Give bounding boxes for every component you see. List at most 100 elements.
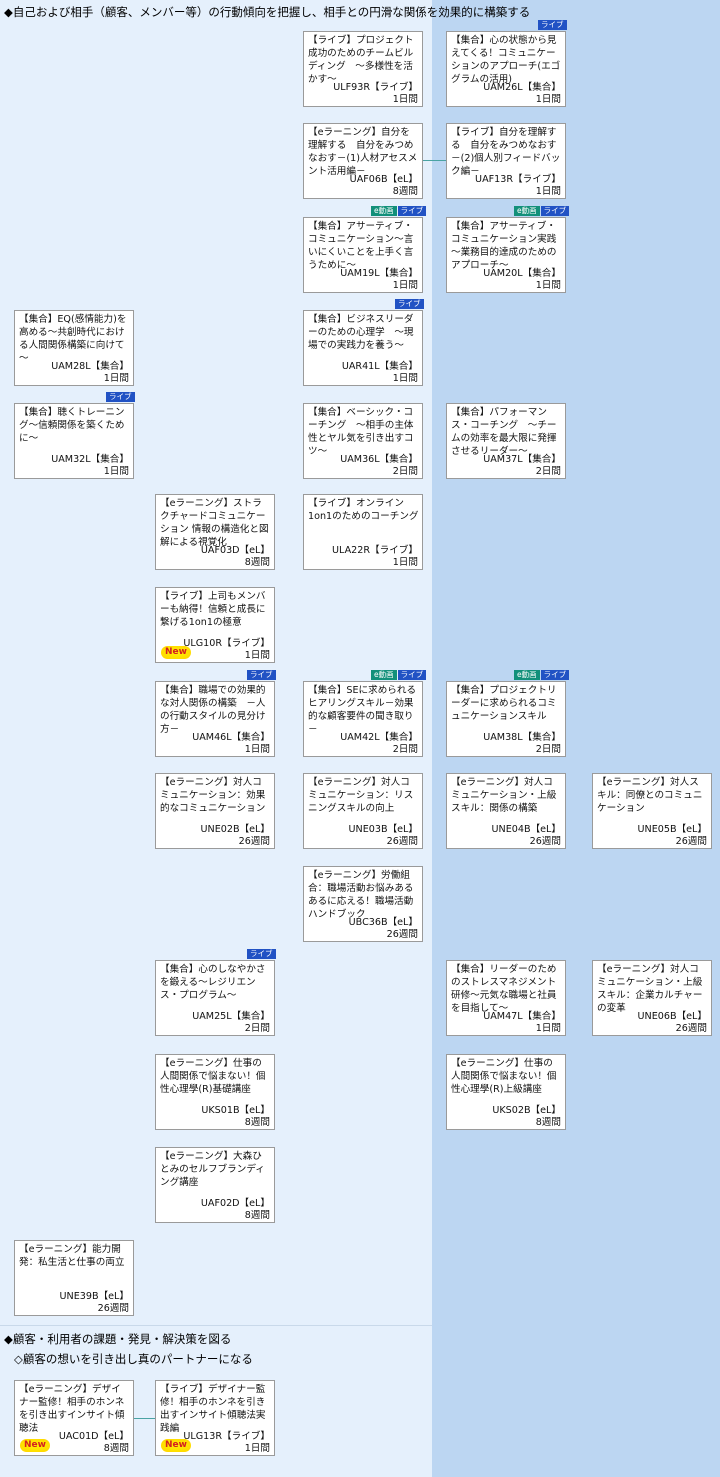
course-card[interactable]: 【集合】ビジネスリーダーのための心理学 ～現場での実践力を養う～UAR41L【集… bbox=[303, 310, 423, 386]
course-card[interactable]: 【集合】SEに求められるヒアリングスキル－効果的な顧客要件の聞き取り－UAM42… bbox=[303, 681, 423, 757]
course-duration: 26週間 bbox=[386, 929, 418, 940]
course-code: ULG13R【ライブ】 bbox=[183, 1431, 270, 1442]
course-duration: 8週間 bbox=[244, 557, 270, 568]
course-title: 【eラーニング】対人スキル：同僚とのコミュニケーション bbox=[597, 777, 703, 814]
course-duration: 2日間 bbox=[535, 466, 561, 477]
live-badge: ライブ bbox=[397, 670, 427, 680]
course-code: UAF02D【eL】 bbox=[200, 1198, 270, 1209]
course-duration: 8週間 bbox=[103, 1443, 129, 1454]
course-card[interactable]: 【集合】アサーティブ・コミュニケーション～言いにくいことを上手く言うために～UA… bbox=[303, 217, 423, 293]
course-card[interactable]: 【集合】プロジェクトリーダーに求められるコミュニケーションスキル UAM38L【集… bbox=[446, 681, 566, 757]
course-title: 【集合】聴くトレーニング～信頼関係を築くために～ bbox=[19, 407, 125, 444]
section-divider bbox=[0, 1325, 432, 1326]
course-card[interactable]: 【eラーニング】ストラクチャードコミュニケーション 情報の構造化と図解による視覚… bbox=[155, 494, 275, 570]
course-code: UAM26L【集合】 bbox=[483, 82, 561, 93]
course-duration: 1日間 bbox=[103, 466, 129, 477]
course-card[interactable]: 【集合】心の状態から見えてくる！コミュニケーションのアプローチ(エゴグラムの活用… bbox=[446, 31, 566, 107]
course-duration: 8週間 bbox=[392, 186, 418, 197]
course-code: UAF13R【ライブ】 bbox=[475, 174, 561, 185]
course-duration: 26週間 bbox=[386, 836, 418, 847]
course-title: 【eラーニング】対人コミュニケーション・上級スキル：企業カルチャーの変革 bbox=[597, 964, 703, 1014]
course-code: UAM38L【集合】 bbox=[483, 732, 561, 743]
course-title: 【集合】アサーティブ・コミュニケーション実践～業務目的達成のためのアプローチ～ bbox=[451, 221, 557, 271]
course-duration: 8週間 bbox=[244, 1210, 270, 1221]
course-duration: 1日間 bbox=[244, 650, 270, 661]
course-title: 【eラーニング】能力開発：私生活と仕事の両立 bbox=[19, 1244, 125, 1268]
course-format-badges: ライブ bbox=[247, 670, 276, 680]
course-card[interactable]: 【eラーニング】対人スキル：同僚とのコミュニケーション UNE05B【eL】26週… bbox=[592, 773, 712, 849]
column-band-1 bbox=[0, 0, 144, 1477]
course-card[interactable]: 【集合】リーダーのためのストレスマネジメント研修～元気な職場と社員を目指して～U… bbox=[446, 960, 566, 1036]
e-video-badge: e動画 bbox=[514, 670, 540, 680]
section-2-subtitle: ◇顧客の想いを引き出し真のパートナーになる bbox=[14, 1352, 253, 1366]
course-title: 【集合】ビジネスリーダーのための心理学 ～現場での実践力を養う～ bbox=[308, 314, 414, 351]
course-card[interactable]: 【集合】EQ(感情能力)を高める～共創時代における人間関係構築に向けて～UAM2… bbox=[14, 310, 134, 386]
course-code: UAM20L【集合】 bbox=[483, 268, 561, 279]
course-duration: 1日間 bbox=[244, 744, 270, 755]
e-video-badge: e動画 bbox=[514, 206, 540, 216]
course-card[interactable]: 【ライブ】自分を理解する 自分をみつめなおす－(2)個人別フィードバック編－UA… bbox=[446, 123, 566, 199]
course-code: UNE05B【eL】 bbox=[637, 824, 707, 835]
live-badge: ライブ bbox=[106, 392, 135, 402]
course-duration: 1日間 bbox=[535, 94, 561, 105]
course-title: 【eラーニング】対人コミュニケーション：リスニングスキルの向上 bbox=[308, 777, 414, 814]
course-code: UAF03D【eL】 bbox=[200, 545, 270, 556]
course-card[interactable]: 【eラーニング】自分を理解する 自分をみつめなおす－(1)人材アセスメント活用編… bbox=[303, 123, 423, 199]
course-code: UNE39B【eL】 bbox=[59, 1291, 129, 1302]
course-duration: 1日間 bbox=[392, 280, 418, 291]
course-code: ULF93R【ライブ】 bbox=[333, 82, 418, 93]
course-title: 【集合】EQ(感情能力)を高める～共創時代における人間関係構築に向けて～ bbox=[19, 314, 127, 364]
course-card[interactable]: 【集合】心のしなやかさを鍛える～レジリエンス・プログラム～UAM25L【集合】2… bbox=[155, 960, 275, 1036]
course-duration: 26週間 bbox=[675, 836, 707, 847]
course-code: ULA22R【ライブ】 bbox=[332, 545, 418, 556]
course-format-badges: ライブ bbox=[538, 20, 567, 30]
course-card[interactable]: 【集合】ベーシック・コーチング ～相手の主体性とヤル気を引き出すコツ～UAM36… bbox=[303, 403, 423, 479]
course-code: UAM25L【集合】 bbox=[192, 1011, 270, 1022]
course-duration: 26週間 bbox=[675, 1023, 707, 1034]
course-title: 【集合】プロジェクトリーダーに求められるコミュニケーションスキル bbox=[451, 685, 557, 722]
course-card[interactable]: 【集合】アサーティブ・コミュニケーション実践～業務目的達成のためのアプローチ～U… bbox=[446, 217, 566, 293]
course-duration: 26週間 bbox=[238, 836, 270, 847]
course-format-badges: e動画ライブ bbox=[371, 206, 427, 216]
course-duration: 2日間 bbox=[392, 466, 418, 477]
course-title: 【集合】心の状態から見えてくる！コミュニケーションのアプローチ(エゴグラムの活用… bbox=[451, 35, 561, 85]
course-title: 【eラーニング】ストラクチャードコミュニケーション 情報の構造化と図解による視覚… bbox=[160, 498, 269, 548]
course-format-badges: e動画ライブ bbox=[514, 670, 570, 680]
course-code: UAM32L【集合】 bbox=[51, 454, 129, 465]
e-video-badge: e動画 bbox=[371, 206, 397, 216]
course-card[interactable]: 【集合】職場での効果的な対人関係の構築 －人の行動スタイルの見分け方－UAM46… bbox=[155, 681, 275, 757]
course-title: 【集合】職場での効果的な対人関係の構築 －人の行動スタイルの見分け方－ bbox=[160, 685, 266, 735]
course-title: 【ライブ】自分を理解する 自分をみつめなおす－(2)個人別フィードバック編－ bbox=[451, 127, 561, 177]
course-card[interactable]: 【集合】パフォーマンス・コーチング ～チームの効率を最大限に発揮させるリーダー～… bbox=[446, 403, 566, 479]
course-duration: 1日間 bbox=[535, 186, 561, 197]
e-video-badge: e動画 bbox=[371, 670, 397, 680]
course-format-badges: ライブ bbox=[247, 949, 276, 959]
new-badge: New bbox=[161, 646, 191, 659]
course-code: UAM47L【集合】 bbox=[483, 1011, 561, 1022]
course-code: ULG10R【ライブ】 bbox=[183, 638, 270, 649]
course-duration: 1日間 bbox=[392, 94, 418, 105]
course-title: 【集合】パフォーマンス・コーチング ～チームの効率を最大限に発揮させるリーダー～ bbox=[451, 407, 557, 457]
course-title: 【ライブ】オンライン1on1のためのコーチング bbox=[308, 498, 419, 522]
section-1-title: ◆自己および相手（顧客、メンバー等）の行動傾向を把握し、相手との円滑な関係を効果… bbox=[4, 5, 531, 19]
course-code: UAF06B【eL】 bbox=[349, 174, 418, 185]
course-card[interactable]: 【集合】聴くトレーニング～信頼関係を築くために～ UAM32L【集合】1日間 bbox=[14, 403, 134, 479]
course-code: UNE04B【eL】 bbox=[491, 824, 561, 835]
course-code: UKS01B【eL】 bbox=[201, 1105, 270, 1116]
course-card[interactable]: 【ライブ】プロジェクト成功のためのチームビルディング ～多様性を活かす～ULF9… bbox=[303, 31, 423, 107]
course-code: UAM19L【集合】 bbox=[340, 268, 418, 279]
course-code: UNE02B【eL】 bbox=[200, 824, 270, 835]
